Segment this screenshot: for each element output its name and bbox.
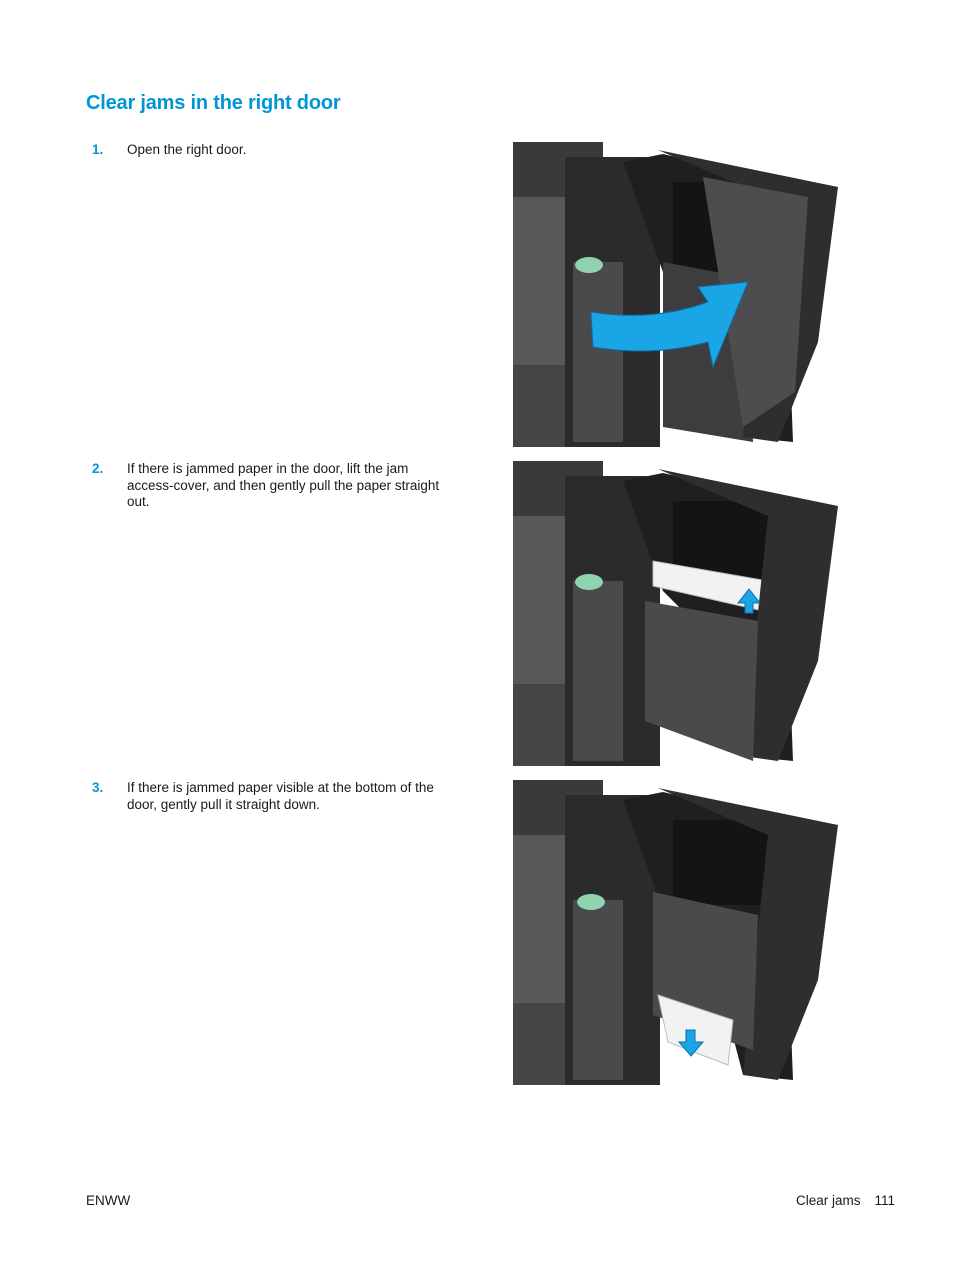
page-number: 111 xyxy=(874,1193,895,1208)
figure-jam-access-cover xyxy=(513,461,843,766)
printer-illustration-1 xyxy=(513,142,843,447)
figure-door-bottom-paper xyxy=(513,780,843,1085)
step-text: If there is jammed paper visible at the … xyxy=(127,780,434,812)
step-text: If there is jammed paper in the door, li… xyxy=(127,461,440,509)
page-title: Clear jams in the right door xyxy=(86,92,341,114)
step-3: 3. If there is jammed paper visible at t… xyxy=(92,780,452,813)
step-number: 3. xyxy=(92,780,104,795)
figure-open-right-door xyxy=(513,142,843,447)
footer-left: ENWW xyxy=(86,1193,131,1208)
step-number: 2. xyxy=(92,461,104,476)
step-number: 1. xyxy=(92,142,104,157)
step-2: 2. If there is jammed paper in the door,… xyxy=(92,461,452,511)
printer-illustration-2 xyxy=(513,461,843,766)
step-1: 1. Open the right door. xyxy=(92,142,452,159)
footer-right: Clear jams 111 xyxy=(796,1193,895,1208)
printer-illustration-3 xyxy=(513,780,843,1085)
footer-section: Clear jams xyxy=(795,1193,861,1208)
step-text: Open the right door. xyxy=(127,142,247,157)
